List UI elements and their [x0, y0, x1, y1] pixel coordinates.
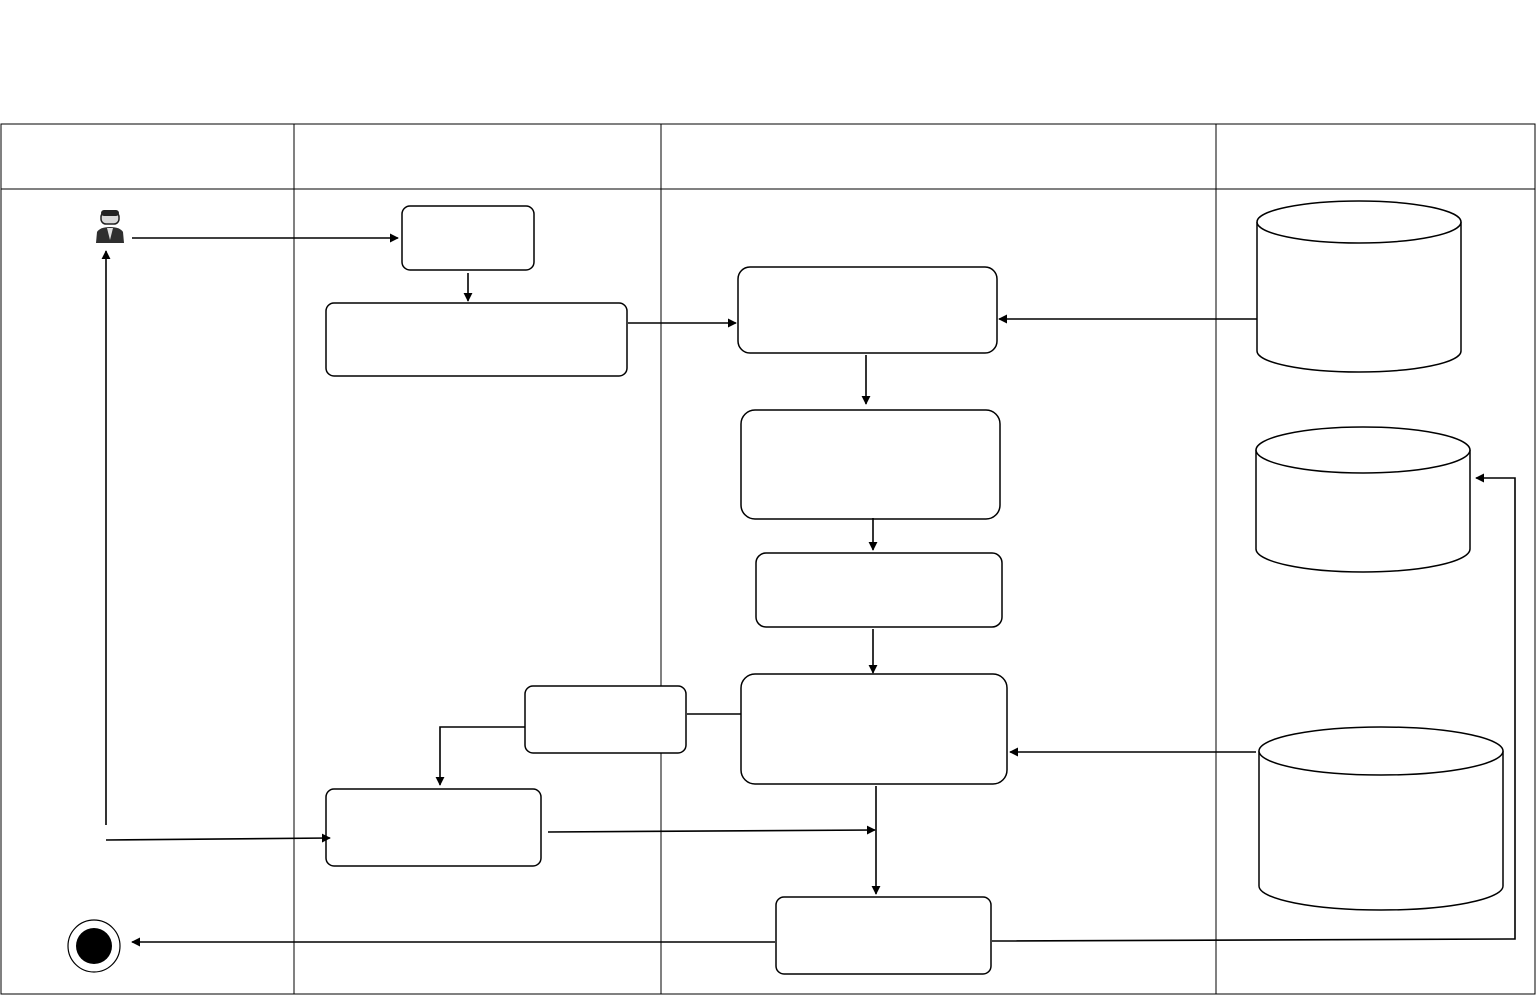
activity-node-9	[775, 896, 992, 975]
activity-node-3	[737, 266, 998, 354]
database-3	[1258, 726, 1504, 911]
swimlane-frame	[0, 123, 1536, 995]
final-node-icon	[67, 919, 121, 973]
person-icon	[96, 210, 124, 243]
activity-node-2	[325, 302, 628, 377]
activity-node-7	[524, 685, 687, 754]
activity-node-4	[740, 409, 1001, 520]
activity-node-6	[740, 673, 1008, 785]
flow-node8-to-main	[547, 825, 876, 835]
activity-node-5	[755, 552, 1003, 628]
flow-actor-to-node8	[105, 833, 331, 843]
flow-node9-to-db2	[991, 473, 1516, 942]
database-1	[1256, 200, 1462, 373]
flow-node7-to-node8	[435, 726, 525, 786]
activity-node-1	[401, 205, 535, 271]
database-2	[1255, 426, 1471, 573]
activity-node-8	[325, 788, 542, 867]
